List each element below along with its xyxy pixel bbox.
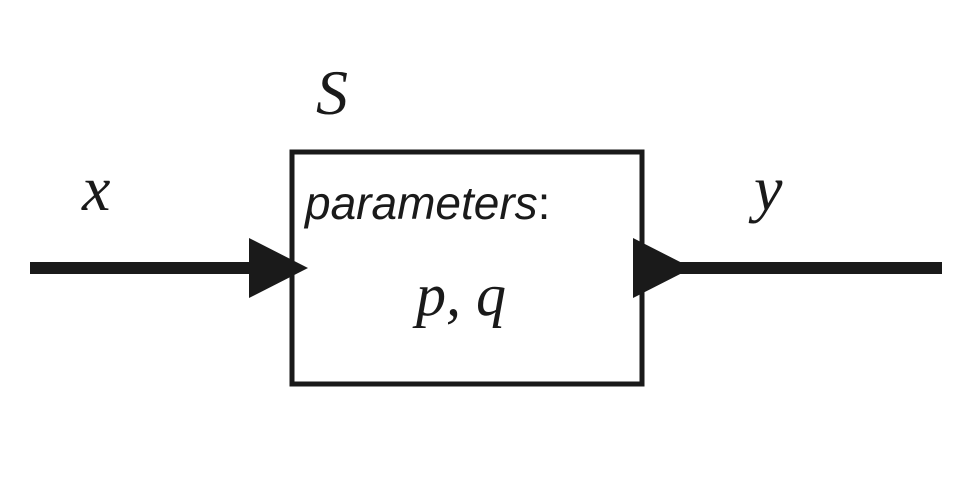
input-arrowhead: [249, 238, 308, 298]
parameters-label: parameters: [303, 177, 538, 229]
output-arrowhead: [633, 238, 692, 298]
input-signal-label: x: [81, 153, 110, 224]
parameters-heading: parameters:: [303, 177, 550, 229]
parameter-values: p, q: [412, 262, 506, 328]
output-signal-label: y: [748, 153, 783, 224]
system-name-label: S: [316, 57, 348, 128]
parameters-colon: :: [538, 177, 551, 229]
